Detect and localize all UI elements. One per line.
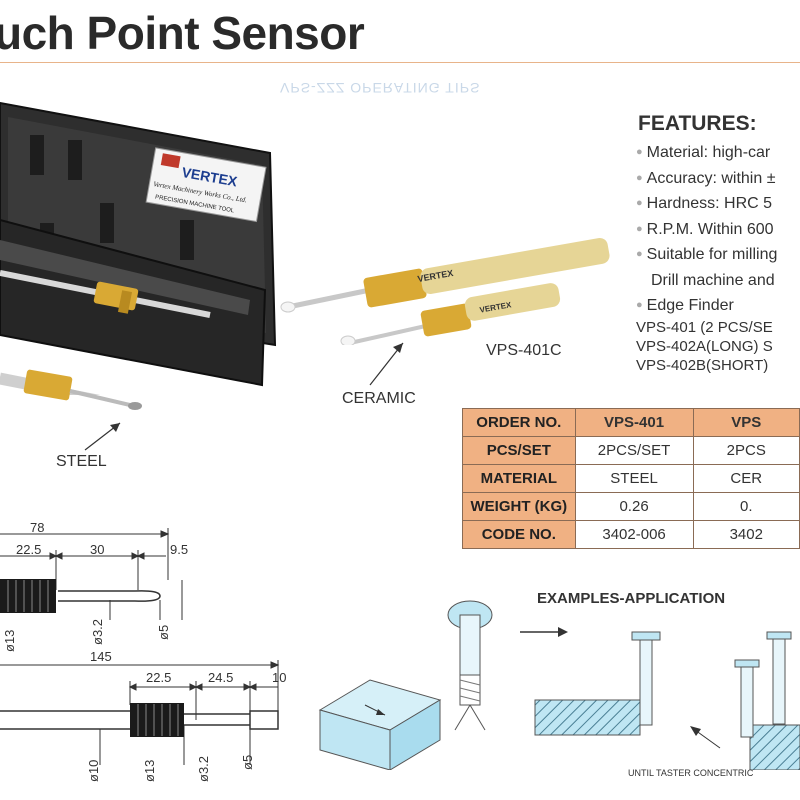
technical-drawing-short [0,528,183,620]
ceramic-pointer-arrow [369,342,404,386]
until-caption: UNTIL TASTER CONCENTRIC [628,768,754,778]
row-header: WEIGHT (KG) [462,492,576,521]
drawing1-shaft-diameter: ø3.2 [90,618,105,645]
table-row: MATERIAL STEEL CER [462,464,800,493]
steel-pointer-arrow [84,422,121,451]
drawing1-segment2: 30 [90,542,105,557]
feature-item: Accuracy: within ± [636,166,777,192]
drawing1-overall-length: 78 [30,520,45,535]
table-cell: STEEL [574,464,694,493]
table-cell: 2PCS/SET [574,436,694,465]
row-header: ORDER NO. [462,408,576,437]
drawing2-segment1: 22.5 [146,670,172,685]
ceramic-sensors-illustration: VERTEX VERTEX [280,237,610,345]
ceramic-caption: CERAMIC [342,390,416,407]
model-caption: VPS-401C [486,342,562,359]
table-cell: 2PCS [692,436,800,465]
table-row: WEIGHT (KG) 0.26 0. [462,492,800,521]
feature-item: Drill machine and [651,271,775,289]
feature-item: Material: high-car [636,140,777,166]
feature-item: Suitable for milling [636,242,778,268]
drawing1-segment1: 22.5 [16,542,42,557]
model-list: VPS-401 (2 PCS/SE VPS-402A(LONG) S VPS-4… [636,318,773,375]
feature-item: Hardness: HRC 5 [636,191,777,217]
table-row: CODE NO. 3402-006 3402 [462,520,800,549]
feature-item: Edge Finder [636,293,777,319]
drawing1-segment3: 9.5 [170,542,189,557]
steel-sensor-illustration [0,369,142,410]
drawing2-overall-length: 145 [90,649,112,664]
table-row: ORDER NO. VPS-401 VPS [462,408,800,437]
application-examples-illustration [318,600,800,770]
model-item: VPS-401 (2 PCS/SE [636,319,773,336]
table-row: PCS/SET 2PCS/SET 2PCS [462,436,800,465]
table-cell: VPS [692,408,800,437]
table-cell: 3402-006 [574,520,694,549]
table-cell: CER [692,464,800,493]
drawing2-shaft-diameter: ø3.2 [196,755,211,782]
drawing2-segment3: 10 [272,670,287,685]
table-cell: VPS-401 [574,408,694,437]
spec-table: ORDER NO. VPS-401 VPS PCS/SET 2PCS/SET 2… [462,408,800,549]
page-title: uch Point Sensor [0,7,365,59]
technical-drawing-long [0,660,280,765]
row-header: MATERIAL [462,464,576,493]
table-cell: 3402 [692,520,800,549]
examples-heading: EXAMPLES-APPLICATION [537,590,726,607]
row-header: CODE NO. [462,520,576,549]
table-cell: 0.26 [574,492,694,521]
drawing2-body-diameter: ø13 [142,759,157,782]
features-list: Material: high-car Accuracy: within ± Ha… [636,140,778,319]
steel-caption: STEEL [56,453,107,470]
show-through-text: VPS-ZZZ OPERATING TIPS [280,80,481,96]
drawing2-tip-diameter: ø5 [240,754,255,770]
title-rule [0,62,800,63]
drawing2-segment2: 24.5 [208,670,234,685]
model-item: VPS-402B(SHORT) [636,357,769,374]
product-case-illustration: VERTEX Vertex Machinery Works Co., Ltd. … [0,101,277,395]
table-cell: 0. [692,492,800,521]
model-item: VPS-402A(LONG) S [636,338,773,355]
feature-item: R.P.M. Within 600 [636,217,777,243]
drawing1-tip-diameter: ø5 [156,624,171,640]
drawing1-body-diameter: ø13 [2,629,17,652]
row-header: PCS/SET [462,436,576,465]
features-heading: FEATURES: [638,112,757,135]
drawing2-shank-diameter: ø10 [86,759,101,782]
